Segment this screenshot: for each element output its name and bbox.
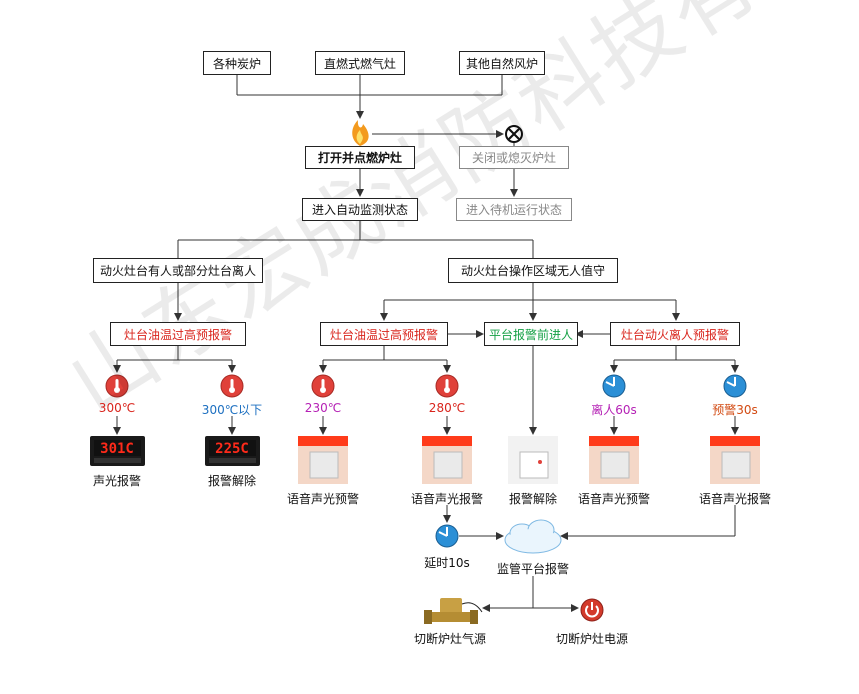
alarm-device <box>422 436 472 484</box>
oil-temp-alarm-left: 灶台油温过高预报警 <box>110 322 246 346</box>
power-icon <box>580 598 604 622</box>
branch-right-box: 动火灶台操作区域无人值守 <box>448 258 618 283</box>
reading-280: 280℃ <box>428 401 466 415</box>
led-reading-1: 301C <box>100 441 134 457</box>
cancel-icon <box>505 125 523 143</box>
thermometer-icon <box>105 374 129 398</box>
led-display-device <box>90 436 145 466</box>
ignite-box: 打开并点燃炉灶 <box>305 146 415 169</box>
delay-label: 延时10s <box>424 556 470 570</box>
reading-300-below: 300℃以下 <box>201 403 263 417</box>
reading-300: 300℃ <box>98 401 136 415</box>
outcome-alarm-cleared-2: 报警解除 <box>508 492 558 506</box>
thermometer-icon <box>220 374 244 398</box>
outcome-voice-pre-2: 语音声光预警 <box>577 492 651 506</box>
timer-icon <box>723 374 747 398</box>
timer-icon <box>602 374 626 398</box>
cut-power-label: 切断炉灶电源 <box>555 632 629 646</box>
alarm-device <box>589 436 639 484</box>
stove-natural-box: 其他自然风炉 <box>459 51 545 75</box>
reading-warn-30: 预警30s <box>712 403 758 417</box>
led-reading-2: 225C <box>215 441 249 457</box>
outcome-sound-light-alarm: 声光报警 <box>92 474 142 488</box>
reading-230: 230℃ <box>304 401 342 415</box>
thermometer-icon <box>435 374 459 398</box>
leave-alarm-box: 灶台动火离人预报警 <box>610 322 740 346</box>
oil-temp-alarm-mid: 灶台油温过高预报警 <box>320 322 448 346</box>
standby-box: 进入待机运行状态 <box>456 198 572 221</box>
outcome-voice-pre-1: 语音声光预警 <box>286 492 360 506</box>
stove-gas-box: 直燃式燃气灶 <box>315 51 405 75</box>
gas-valve-icon <box>424 598 483 624</box>
platform-alarm-box: 平台报警前进人 <box>484 322 578 346</box>
branch-left-box: 动火灶台有人或部分灶台离人 <box>93 258 263 283</box>
close-box: 关闭或熄灭炉灶 <box>459 146 569 169</box>
alarm-device <box>298 436 348 484</box>
reading-leave-60: 离人60s <box>591 403 637 417</box>
timer-icon <box>435 524 459 548</box>
outcome-alarm-cleared: 报警解除 <box>207 474 257 488</box>
cloud-icon <box>504 519 562 554</box>
flame-icon <box>352 120 369 146</box>
outcome-voice-alarm-1: 语音声光报警 <box>410 492 484 506</box>
alarm-device <box>710 436 760 484</box>
stove-charcoal-box: 各种炭炉 <box>203 51 271 75</box>
led-display-device <box>205 436 260 466</box>
cut-gas-label: 切断炉灶气源 <box>413 632 487 646</box>
monitor-box: 进入自动监测状态 <box>302 198 418 221</box>
outcome-voice-alarm-2: 语音声光报警 <box>698 492 772 506</box>
thermometer-icon <box>311 374 335 398</box>
alarm-device <box>508 436 558 484</box>
platform-alarm-label: 监管平台报警 <box>496 562 570 576</box>
